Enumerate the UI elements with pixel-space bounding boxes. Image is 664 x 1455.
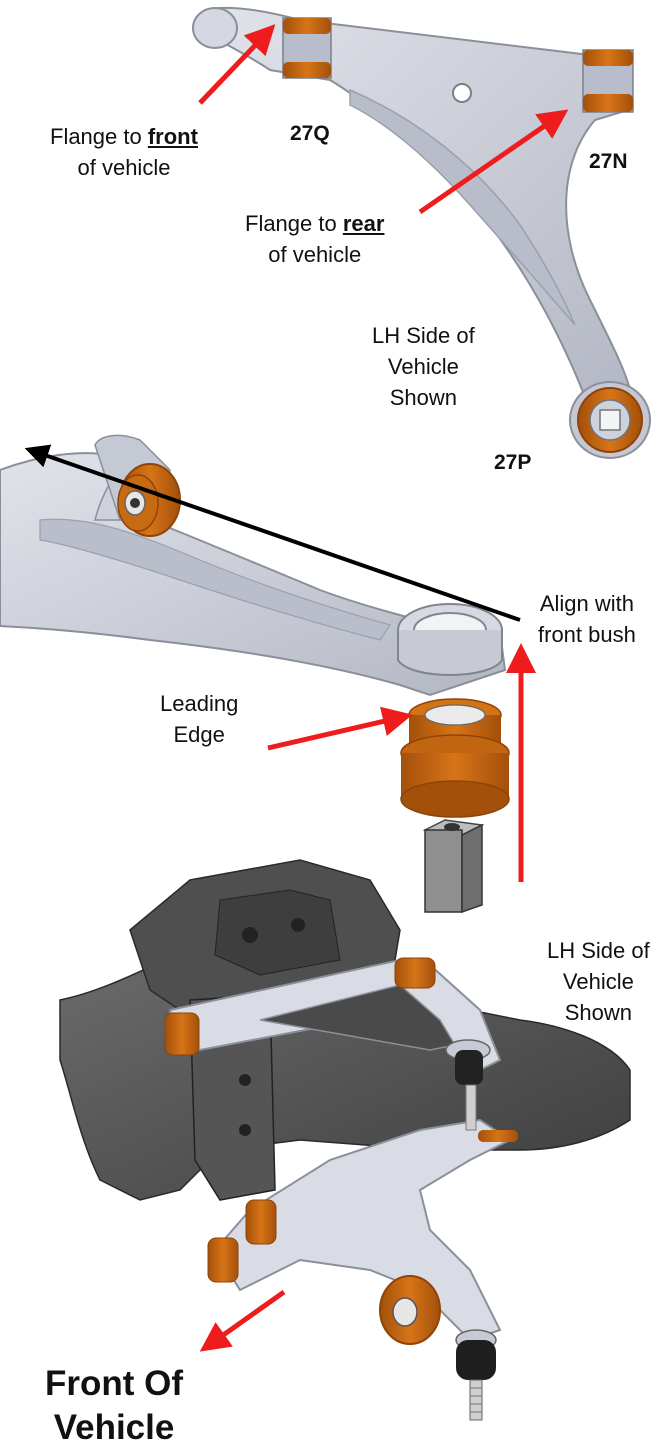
flange-front-label: Flange to front of vehicle: [50, 121, 198, 183]
front-of-vehicle-line-2: Vehicle: [53, 1408, 175, 1447]
flange-rear-prefix: Flange to: [245, 211, 337, 236]
lh-side-2-line-2: Vehicle: [562, 969, 634, 994]
leading-edge-label: Leading Edge: [160, 688, 238, 750]
align-line-1: Align with: [539, 591, 634, 616]
flange-rear-emphasis: rear: [342, 211, 385, 236]
flange-front-prefix: Flange to: [50, 124, 142, 149]
arrow-flange-rear: [418, 109, 569, 215]
lh-side-2-line-3: Shown: [564, 1000, 632, 1025]
flange-rear-suffix: of vehicle: [268, 242, 362, 267]
flange-front-suffix: of vehicle: [77, 155, 171, 180]
leading-edge-line-1: Leading: [160, 691, 239, 716]
front-of-vehicle-label: Front Of Vehicle: [45, 1362, 183, 1450]
arrow-flange-front: [198, 24, 276, 105]
flange-rear-label: Flange to rear of vehicle: [245, 208, 384, 270]
align-line-2: front bush: [538, 622, 636, 647]
spacer-tool: [422, 819, 485, 914]
leading-edge-line-2: Edge: [173, 722, 225, 747]
align-front-bush-label: Align with front bush: [538, 588, 636, 650]
exploded-bush: [400, 698, 510, 818]
lh-side-label-2: LH Side of Vehicle Shown: [547, 935, 650, 1028]
lh-side-1-line-2: Vehicle: [387, 354, 459, 379]
control-arm-perspective-view: [0, 434, 510, 914]
lh-side-label-1: LH Side of Vehicle Shown: [372, 320, 475, 413]
control-arm-top-view: [192, 6, 651, 459]
flange-front-emphasis: front: [147, 124, 198, 149]
bush-27q: [282, 17, 332, 79]
alignment-arrow: [24, 444, 521, 622]
part-27q: 27Q: [290, 122, 330, 145]
arrow-leading-edge: [267, 706, 413, 751]
bush-27p: [569, 381, 651, 459]
part-27p: 27P: [494, 451, 532, 474]
bush-27n: [582, 49, 634, 113]
installed-subframe-view: [59, 859, 631, 1421]
lh-side-1-line-1: LH Side of: [372, 323, 475, 348]
arrow-front-of-vehicle: [199, 1289, 286, 1352]
front-of-vehicle-line-1: Front Of: [45, 1364, 184, 1403]
part-27n: 27N: [589, 150, 628, 173]
lh-side-2-line-1: LH Side of: [547, 938, 650, 963]
lh-side-1-line-3: Shown: [389, 385, 457, 410]
